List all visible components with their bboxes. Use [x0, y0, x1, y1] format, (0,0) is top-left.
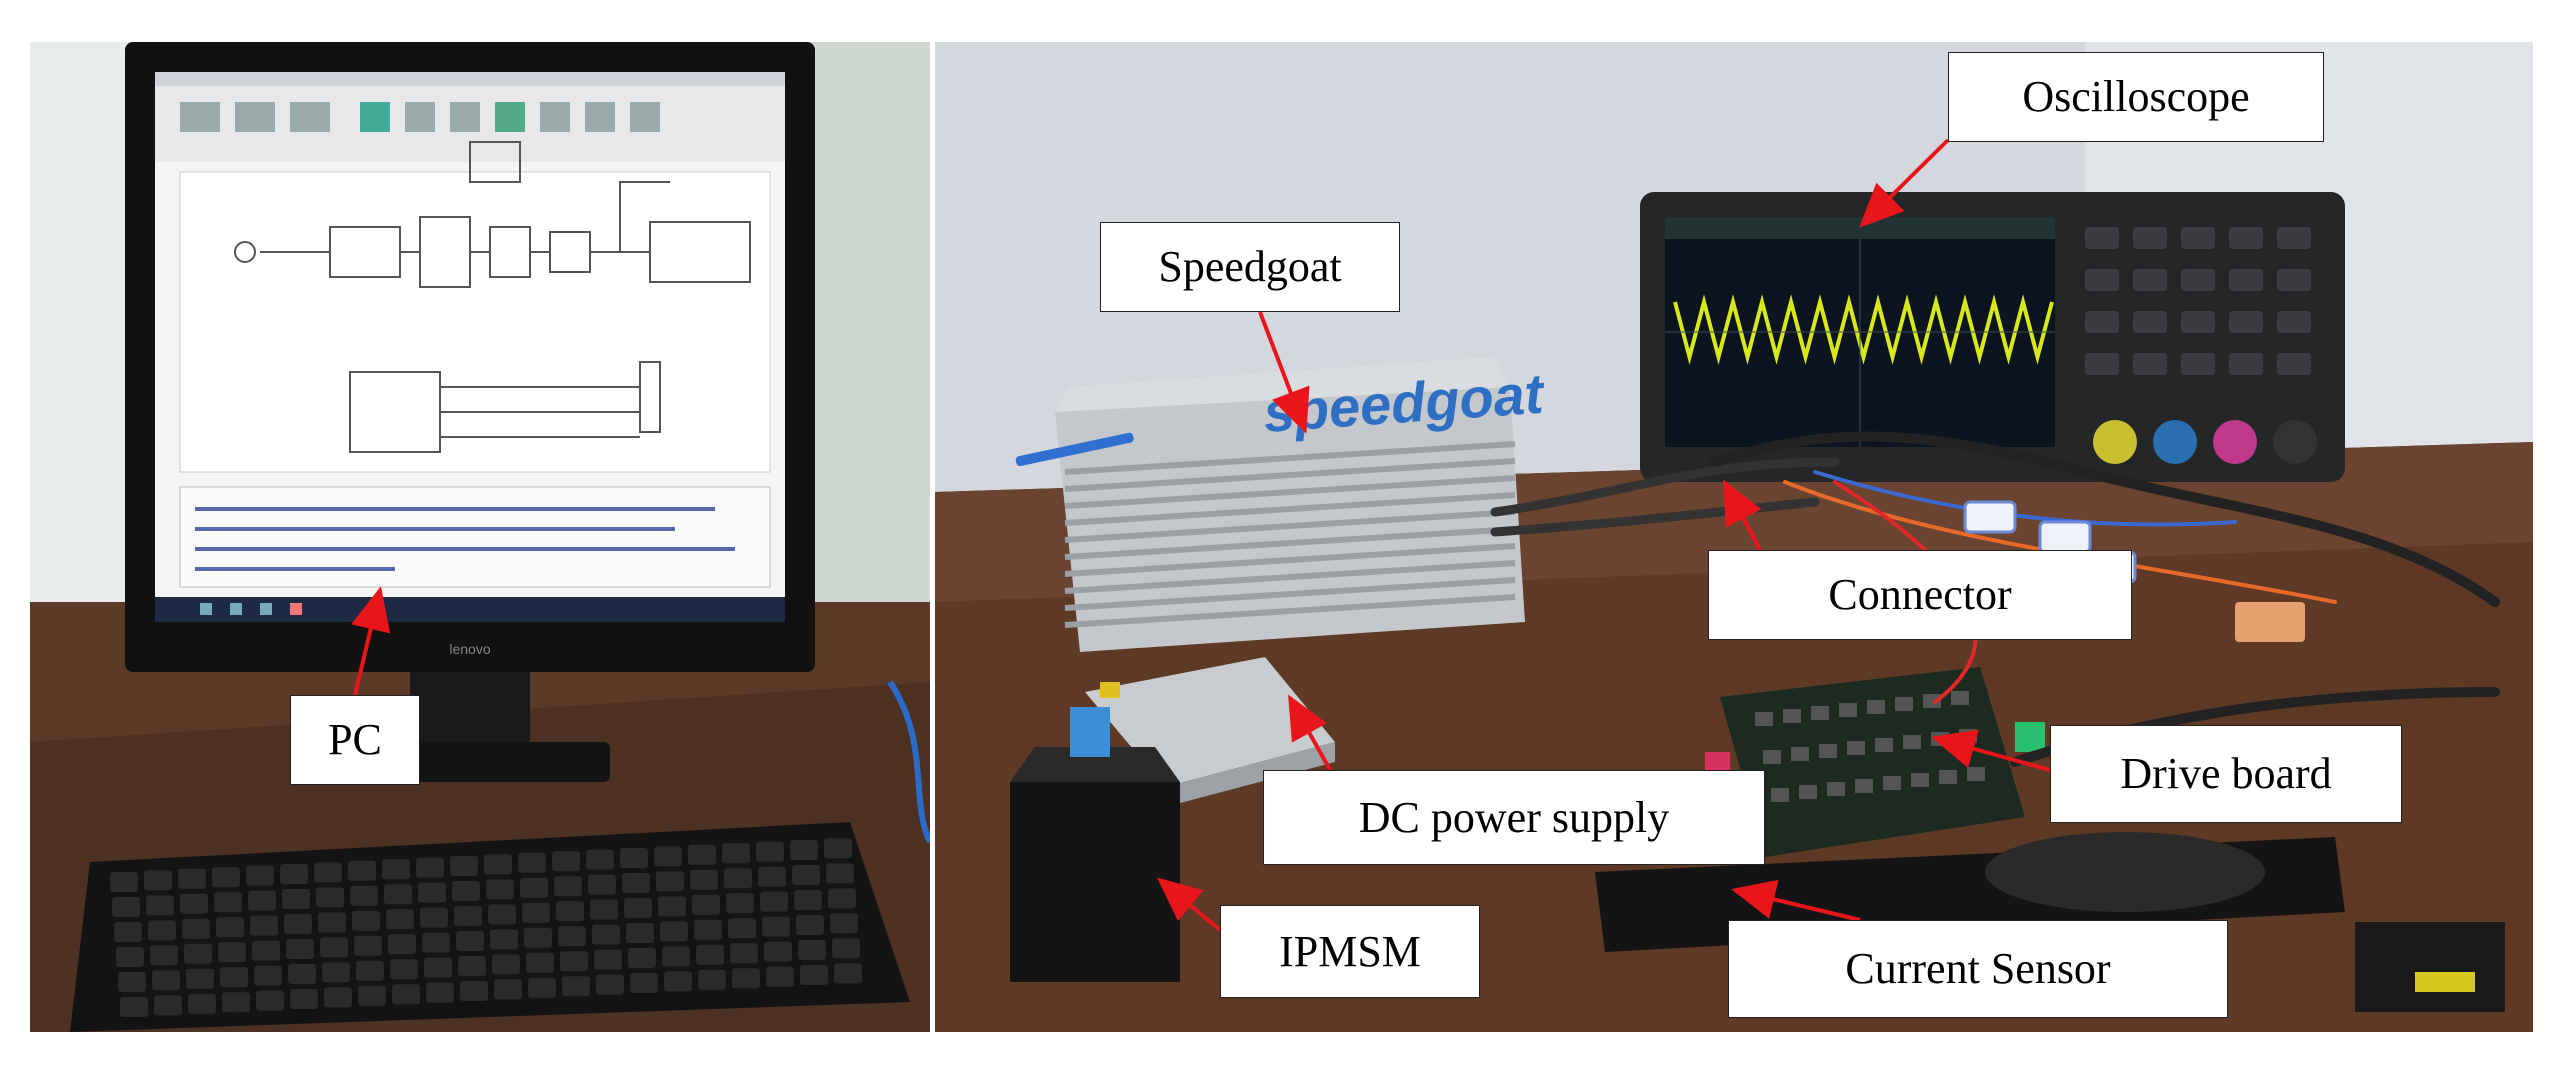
label-speedgoat: Speedgoat — [1100, 222, 1400, 312]
ipmsm-motor — [1010, 707, 1180, 982]
orange-terminal-block — [2235, 602, 2305, 642]
photo-test-bench: speedgoat — [935, 42, 2533, 1032]
label-current-sensor: Current Sensor — [1728, 920, 2228, 1018]
keyboard — [70, 822, 910, 1032]
label-ipmsm: IPMSM — [1220, 905, 1480, 998]
label-drive-board: Drive board — [2050, 725, 2402, 823]
pc-scene: lenovo — [30, 42, 930, 1032]
label-pc: PC — [290, 695, 420, 785]
bench-scene: speedgoat — [935, 42, 2533, 1032]
label-dc-power-supply: DC power supply — [1263, 770, 1765, 865]
speedgoat-device: speedgoat — [1015, 357, 1548, 652]
photo-pc-workstation: lenovo — [30, 42, 930, 1032]
oscilloscope-device — [1640, 192, 2345, 482]
monitor: lenovo — [125, 42, 815, 672]
label-connector: Connector — [1708, 550, 2132, 640]
oscilloscope-trace — [1673, 294, 2054, 365]
label-oscilloscope: Oscilloscope — [1948, 52, 2324, 142]
monitor-brand-text: lenovo — [449, 641, 490, 657]
